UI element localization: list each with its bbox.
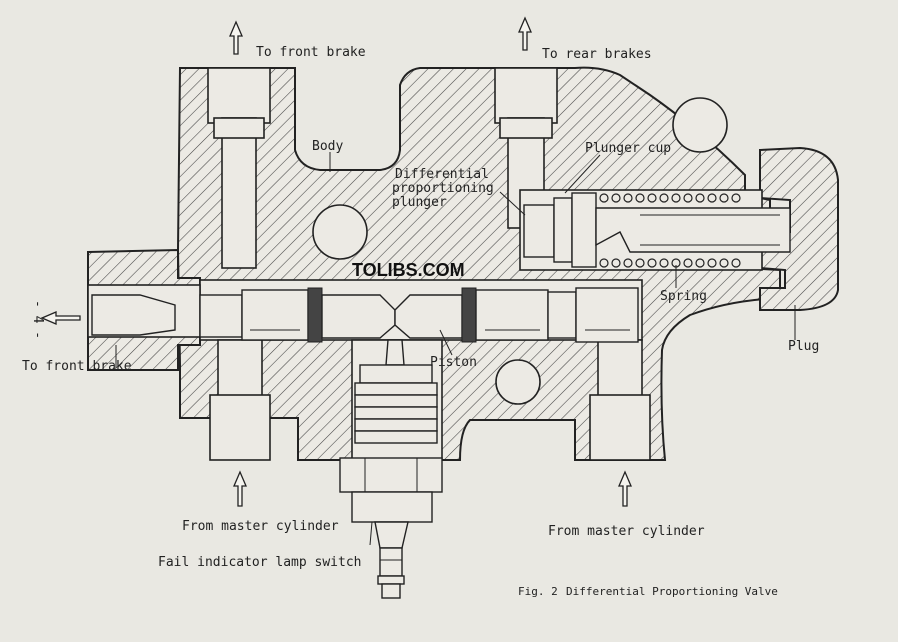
top-left-port xyxy=(207,67,271,124)
label-to-rear-brakes: To rear brakes xyxy=(542,47,652,62)
label-from-master-left: From master cylinder xyxy=(182,519,339,534)
label-to-front-brake-top: To front brake xyxy=(256,45,366,60)
caption-title: Differential Proportioning Valve xyxy=(566,585,778,598)
plug-cap xyxy=(759,146,839,311)
piston xyxy=(199,287,639,343)
plunger xyxy=(523,192,791,268)
label-differential-line2: proportioning xyxy=(392,181,494,196)
label-from-master-right: From master cylinder xyxy=(548,524,705,539)
caption-fig: Fig. 2 xyxy=(518,585,558,598)
cast-hole-left xyxy=(312,204,368,260)
arrow-up-front xyxy=(229,20,243,55)
fail-indicator-switch xyxy=(339,339,443,599)
arrow-up-master-left xyxy=(233,470,247,507)
arrow-left-front xyxy=(40,311,81,325)
label-body: Body xyxy=(312,139,343,154)
label-piston: Piston xyxy=(430,355,477,370)
arrow-up-master-right xyxy=(618,470,632,507)
cast-hole-right xyxy=(495,359,541,405)
label-plug: Plug xyxy=(788,339,819,354)
label-to-front-brake-left: To front brake xyxy=(22,359,132,374)
label-spring: Spring xyxy=(660,289,707,304)
label-fail-indicator: Fail indicator lamp switch xyxy=(158,555,362,570)
top-right-port xyxy=(494,67,558,124)
leader-lines xyxy=(115,152,796,546)
arrow-up-rear xyxy=(518,16,532,51)
spring-coils xyxy=(599,193,741,268)
cast-hole-top xyxy=(672,97,728,153)
label-differential-line1: Differential xyxy=(395,167,489,182)
label-differential-line3: plunger xyxy=(392,195,447,210)
page-number: - 4 - xyxy=(30,300,45,339)
label-plunger-cup: Plunger cup xyxy=(585,141,671,156)
watermark: TOLIBS.COM xyxy=(352,260,465,280)
flow-arrows xyxy=(40,16,632,507)
